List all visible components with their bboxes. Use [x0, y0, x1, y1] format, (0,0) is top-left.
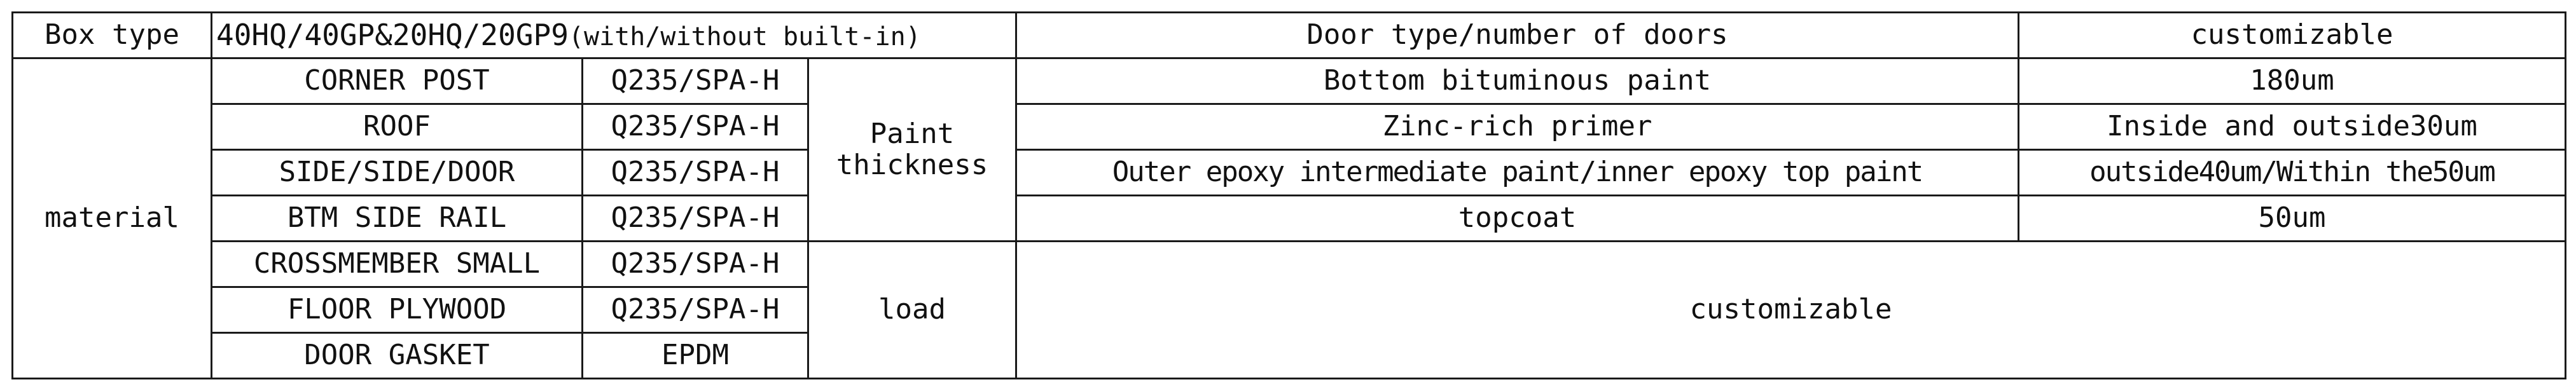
- part-name: BTM SIDE RAIL: [211, 194, 583, 242]
- part-material: Q235/SPA-H: [581, 149, 809, 196]
- table-row: DOOR GASKET EPDM: [13, 332, 2566, 379]
- part-name: CROSSMEMBER SMALL: [211, 240, 583, 288]
- table-row: BTM SIDE RAIL Q235/SPA-H topcoat 50um: [13, 194, 2567, 242]
- paint-layer-value: 180um: [2018, 57, 2567, 105]
- part-material: Q235/SPA-H: [581, 240, 809, 288]
- part-material: EPDM: [581, 332, 809, 379]
- paint-layer-value: 50um: [2018, 194, 2567, 242]
- paint-layer-value: Inside and outside30um: [2018, 103, 2567, 151]
- paint-layer-name: Bottom bituminous paint: [1015, 57, 2020, 105]
- table-row: SIDE/SIDE/DOOR Q235/SPA-H Outer epoxy in…: [13, 149, 2567, 196]
- door-type-label: Door type/number of doors: [1015, 11, 2020, 59]
- box-type-label: Box type: [11, 11, 212, 59]
- load-value: customizable: [1015, 240, 2567, 379]
- paint-layer-name: Outer epoxy intermediate paint/inner epo…: [1015, 149, 2020, 196]
- part-name: CORNER POST: [211, 57, 583, 105]
- box-type-value: 40HQ/40GP&20HQ/20GP9(with/without built-…: [210, 11, 1018, 59]
- part-material: Q235/SPA-H: [581, 103, 809, 151]
- box-type-value-suffix: (with/without built-in): [568, 22, 921, 51]
- paint-thickness-label-line2: thickness: [836, 148, 988, 181]
- part-material: Q235/SPA-H: [581, 57, 809, 105]
- part-name: DOOR GASKET: [211, 332, 583, 379]
- load-label: load: [807, 240, 1018, 379]
- table-row: FLOOR PLYWOOD Q235/SPA-H: [13, 286, 2566, 334]
- part-material: Q235/SPA-H: [581, 194, 809, 242]
- part-material: Q235/SPA-H: [581, 286, 809, 334]
- paint-layer-name: Zinc-rich primer: [1015, 103, 2020, 151]
- table-row: CROSSMEMBER SMALL Q235/SPA-H load custom…: [13, 240, 2567, 379]
- paint-layer-value: outside40um/Within the50um: [2018, 149, 2567, 196]
- box-type-value-main: 40HQ/40GP&20HQ/20GP9: [216, 17, 569, 52]
- paint-layer-name: topcoat: [1015, 194, 2020, 242]
- container-spec-table: Box type 40HQ/40GP&20HQ/20GP9(with/witho…: [11, 11, 2567, 379]
- table-row: Box type 40HQ/40GP&20HQ/20GP9(with/witho…: [11, 11, 2567, 59]
- part-name: ROOF: [211, 103, 583, 151]
- material-label: material: [11, 57, 212, 379]
- part-name: SIDE/SIDE/DOOR: [211, 149, 583, 196]
- door-type-value: customizable: [2018, 11, 2567, 59]
- paint-thickness-label-line1: Paint: [869, 118, 955, 151]
- table-row: ROOF Q235/SPA-H Zinc-rich primer Inside …: [13, 103, 2567, 151]
- part-name: FLOOR PLYWOOD: [211, 286, 583, 334]
